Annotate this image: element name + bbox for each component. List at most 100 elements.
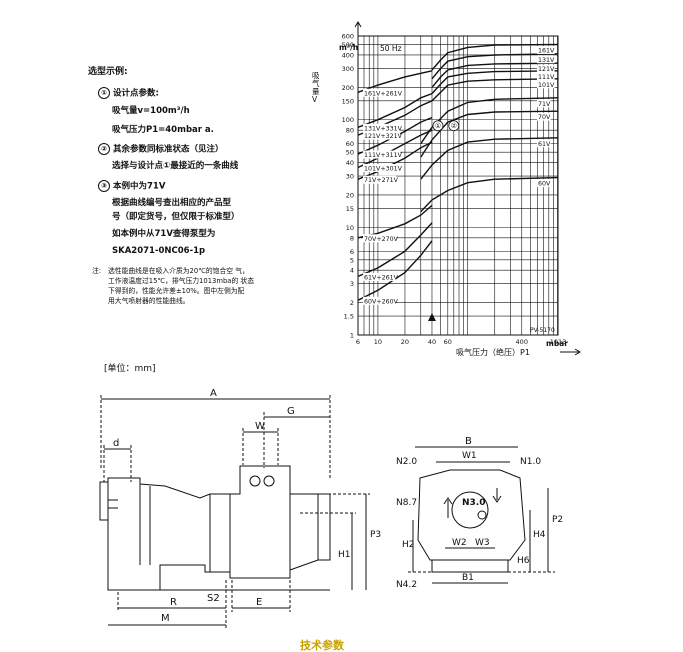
x-tick-label: 6 (356, 338, 360, 346)
series-label-bg (537, 99, 551, 108)
series-label-bg (537, 72, 555, 81)
dim-label-w1: W1 (462, 451, 477, 461)
chart-y-label: 吸气量V (312, 71, 320, 104)
series-label-bg (363, 164, 401, 173)
y-tick-label: 200 (342, 84, 354, 92)
series-label-bg (537, 55, 555, 64)
step1-number: ① (98, 87, 110, 99)
port-circle-right (263, 475, 275, 487)
dim-label-w: W (255, 421, 265, 432)
series-label: 161V (538, 48, 555, 55)
y-tick-label: 10 (346, 224, 354, 232)
pump-body-seams (209, 494, 291, 572)
y-tick-label: 1 (350, 332, 354, 340)
series-label: 61V (538, 141, 551, 148)
series-label-bg (537, 179, 551, 188)
series-curve (431, 43, 559, 71)
dim-label-n2-0: N2.0 (396, 457, 418, 467)
chart-x-label: 吸气压力（绝压）P1 (456, 348, 530, 357)
dim-label-b1: B1 (462, 573, 474, 583)
y-tick-label: 20 (346, 191, 354, 199)
series-label: 71V (538, 101, 551, 108)
series-label-bg (363, 175, 397, 184)
chart-x-unit: mbar (546, 339, 568, 348)
x-tick-label: 40 (428, 338, 436, 346)
chart-code: PV-5170 (530, 327, 555, 334)
step3-detail-1: 根据曲线编号查出相应的产品型 (112, 198, 232, 208)
y-tick-label: 150 (342, 97, 354, 105)
chart-labels: 11.5234568101520304050608010015020030040… (342, 21, 581, 356)
dim-label-h4: H4 (533, 530, 546, 540)
note-prefix: 注: (92, 267, 102, 275)
series-label: 71V+271V (364, 177, 399, 184)
series-curve (431, 78, 559, 102)
pump-body (107, 465, 319, 591)
pump-body-ribs (139, 484, 151, 565)
series-label-bg (537, 46, 555, 55)
series-label: 121V (538, 66, 555, 73)
series-curve (431, 70, 559, 95)
x-tick-label: 400 (516, 338, 528, 346)
dim-label-g: G (287, 406, 295, 417)
series-label-bg (363, 88, 401, 97)
series-label-bg (537, 112, 551, 121)
chart-frame (357, 35, 559, 336)
series-curve (357, 240, 433, 301)
note-line-2: 工作液温度过15℃，排气压力1013mba的 状态 (108, 277, 254, 285)
y-tick-label: 40 (346, 159, 354, 167)
series-label-bg (363, 123, 401, 132)
y-tick-label: 500 (342, 41, 354, 49)
y-tick-label: 4 (350, 267, 354, 275)
step3-number: ③ (98, 180, 110, 192)
pump-inlet-detail (108, 499, 118, 509)
outlet-arrow (492, 488, 502, 503)
series-label: 131V+331V (364, 125, 403, 132)
model-number: SKA2071-0NC06-1p (112, 246, 206, 256)
design-point-label: ① (435, 122, 441, 130)
pump-inlet-flange (99, 481, 109, 521)
series-label-bg (363, 234, 397, 243)
series-label: 131V (538, 57, 555, 64)
series-label: 60V+260V (364, 298, 399, 305)
x-tick-label: 60 (444, 338, 452, 346)
chart-series (357, 43, 559, 301)
end-view-shaft-housing (451, 491, 489, 529)
series-curve (431, 53, 559, 80)
note-line-3: 下得到的，性能允许差±10%。图中左侧为配 (108, 287, 245, 295)
y-tick-label: 2 (350, 299, 354, 307)
series-label-bg (363, 296, 397, 305)
series-curve (431, 62, 559, 88)
series-curve (420, 176, 559, 213)
dim-label-r: R (170, 597, 177, 608)
x-axis-arrow (560, 348, 581, 356)
y-tick-label: 100 (342, 116, 354, 124)
series-label-bg (363, 272, 397, 281)
dim-label-p2: P2 (552, 515, 564, 525)
unit-label: [单位：mm] (104, 364, 156, 374)
design-point-label: ② (451, 122, 457, 130)
end-view-body (417, 469, 526, 561)
x-tick-label: 10 (374, 338, 382, 346)
port-circle-left (249, 475, 261, 487)
y-tick-label: 6 (350, 248, 354, 256)
dim-label-h1: H1 (338, 550, 351, 560)
series-label-bg (363, 131, 401, 140)
y-tick-label: 30 (346, 173, 354, 181)
dim-label-a: A (210, 388, 217, 399)
series-label: 101V (538, 82, 555, 89)
selection-title: 选型示例: (88, 67, 128, 77)
step3-detail-2: 号（即定货号，但仅限于标准型） (112, 212, 240, 222)
series-label-bg (537, 139, 551, 148)
series-label-bg (537, 80, 555, 89)
series-label: 70V+270V (364, 236, 399, 243)
series-label: 70V (538, 114, 551, 121)
dim-label-s2: S2 (207, 593, 220, 604)
y-tick-label: 3 (350, 280, 354, 288)
series-curve (357, 141, 433, 180)
x-tick-label: 1013 (550, 338, 567, 346)
